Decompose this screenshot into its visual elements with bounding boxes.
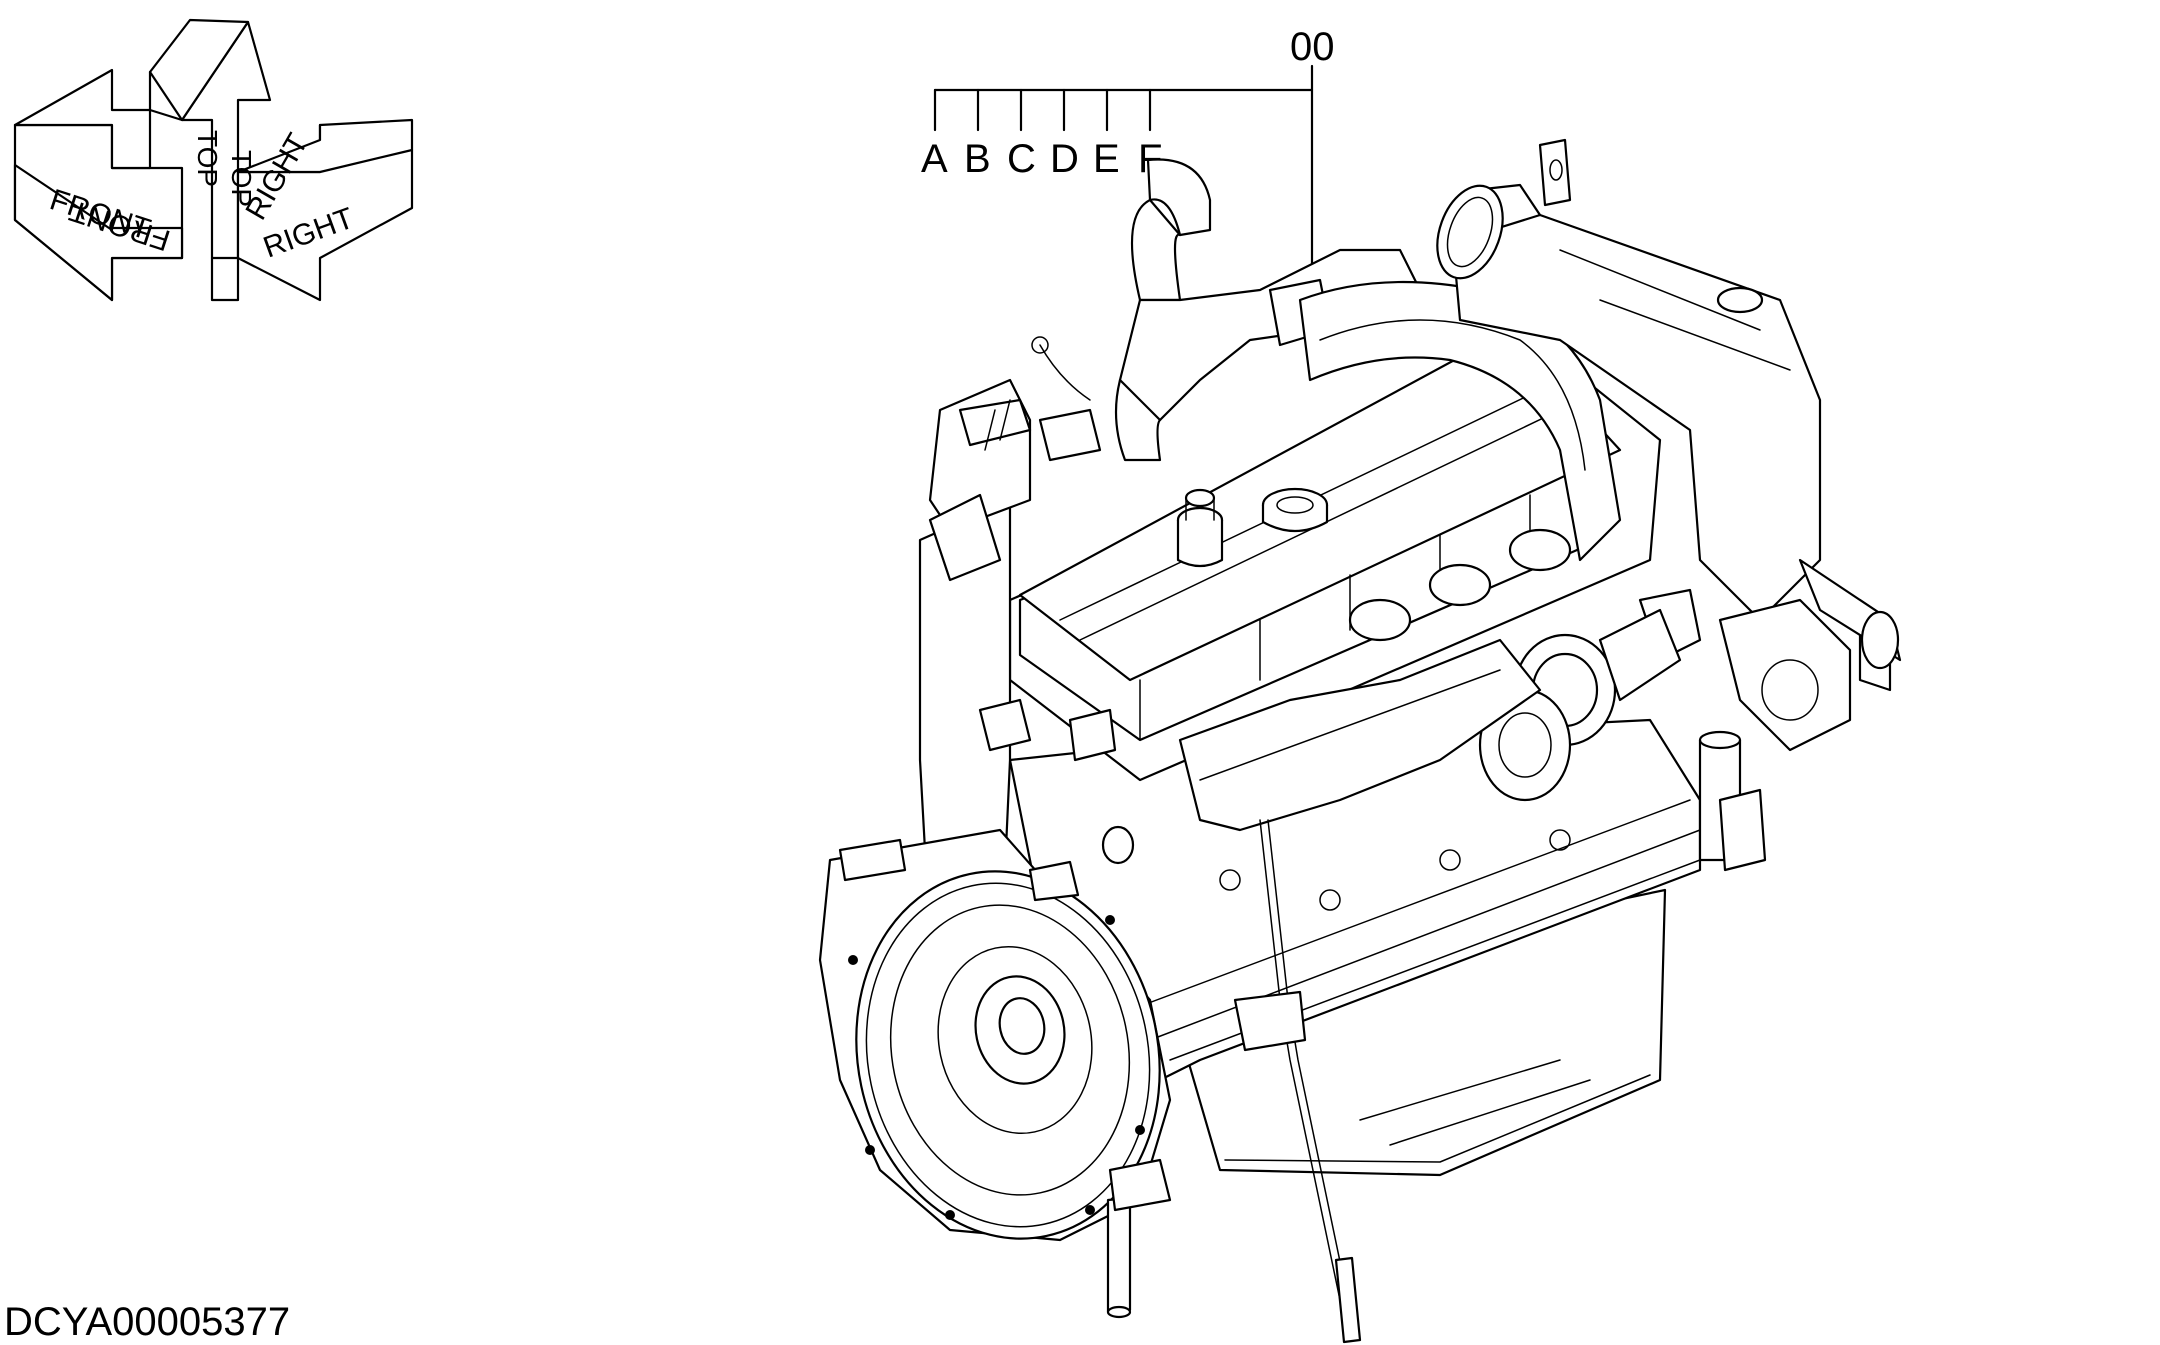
callout-letter-b: B xyxy=(964,137,991,181)
air-cleaner xyxy=(1436,138,1822,622)
top-label: TOP xyxy=(226,150,257,207)
orientation-indicator: TOP TOP FRONT FRONT RIGHT RIGHT xyxy=(13,18,414,302)
exhaust-manifold xyxy=(1178,528,1572,832)
callout-letter-c: C xyxy=(1007,137,1036,181)
rear-bracket xyxy=(1798,558,1902,670)
oil-filler-cap xyxy=(1261,487,1329,532)
callout-letter-a: A xyxy=(921,137,948,181)
flywheel-housing xyxy=(818,828,1172,1242)
intake-duct xyxy=(1298,280,1622,562)
dipstick xyxy=(1233,819,1362,1344)
assembly-ref-label: 00 xyxy=(1290,25,1335,69)
engine-illustration xyxy=(818,138,1902,1344)
right-arrow-icon xyxy=(236,118,414,302)
callout-letter-d: D xyxy=(1050,137,1079,181)
front-accessories xyxy=(958,336,1102,462)
drawing-id: DCYA00005377 xyxy=(4,1300,290,1344)
callout-letter-e: E xyxy=(1093,137,1120,181)
lower-tubes xyxy=(1106,788,1767,1319)
front-arrow-icon xyxy=(13,68,184,302)
top-label-mirrored: TOP xyxy=(192,130,223,187)
breather xyxy=(1176,488,1224,568)
assembly-callout: 00 A B C D E F xyxy=(921,25,1335,270)
